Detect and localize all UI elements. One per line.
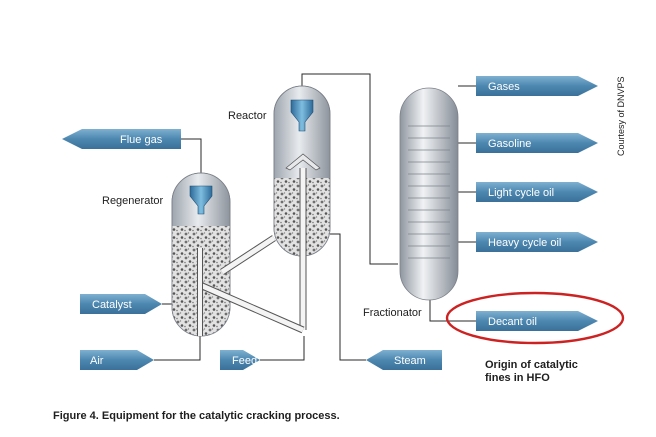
origin-annotation-line1: Origin of catalytic [485,359,578,371]
steam-line [330,233,366,361]
flue-gas-label: Flue gas [120,134,163,146]
catalyst-label: Catalyst [92,299,132,311]
figure-caption: Figure 4. Equipment for the catalytic cr… [53,410,340,422]
catalyst-arrow: Catalyst [80,294,162,314]
air-line [154,336,201,361]
gases-label: Gases [488,81,520,93]
steam-label: Steam [394,355,426,367]
steam-arrow: Steam [366,350,442,370]
flue-gas-line [181,138,202,173]
feed-label: Feed [232,355,257,367]
heavy-cycle-oil-label: Heavy cycle oil [488,237,561,249]
reactor-vapor-line [301,73,398,265]
regenerator-label: Regenerator [102,195,163,207]
fractionator-tower [399,87,459,301]
decant-oil-highlight-ellipse [445,291,625,345]
reactor-cyclone-icon [290,99,314,132]
riser-outlet-cap [285,153,321,171]
air-arrow: Air [80,350,154,370]
decant-oil-label: Decant oil [488,316,537,328]
gasoline-arrow: Gasoline [476,133,598,153]
feed-line [260,336,305,361]
decant-draw-line [429,300,476,322]
fractionator-label: Fractionator [363,307,422,319]
reactor-label: Reactor [228,110,267,122]
light-cycle-oil-label: Light cycle oil [488,187,554,199]
courtesy-credit: Courtesy of DNVPS [616,76,626,156]
gasoline-label: Gasoline [488,138,531,150]
light-cycle-oil-arrow: Light cycle oil [476,182,598,202]
feed-arrow: Feed [220,350,260,370]
riser-pipes [197,168,307,336]
heavy-cycle-oil-arrow: Heavy cycle oil [476,232,598,252]
origin-annotation-line2: fines in HFO [485,372,550,384]
flue-gas-arrow: Flue gas [62,129,181,149]
gases-arrow: Gases [476,76,598,96]
decant-oil-arrow: Decant oil [476,311,598,331]
air-label: Air [90,355,104,367]
regenerator-cyclone-icon [189,185,213,215]
